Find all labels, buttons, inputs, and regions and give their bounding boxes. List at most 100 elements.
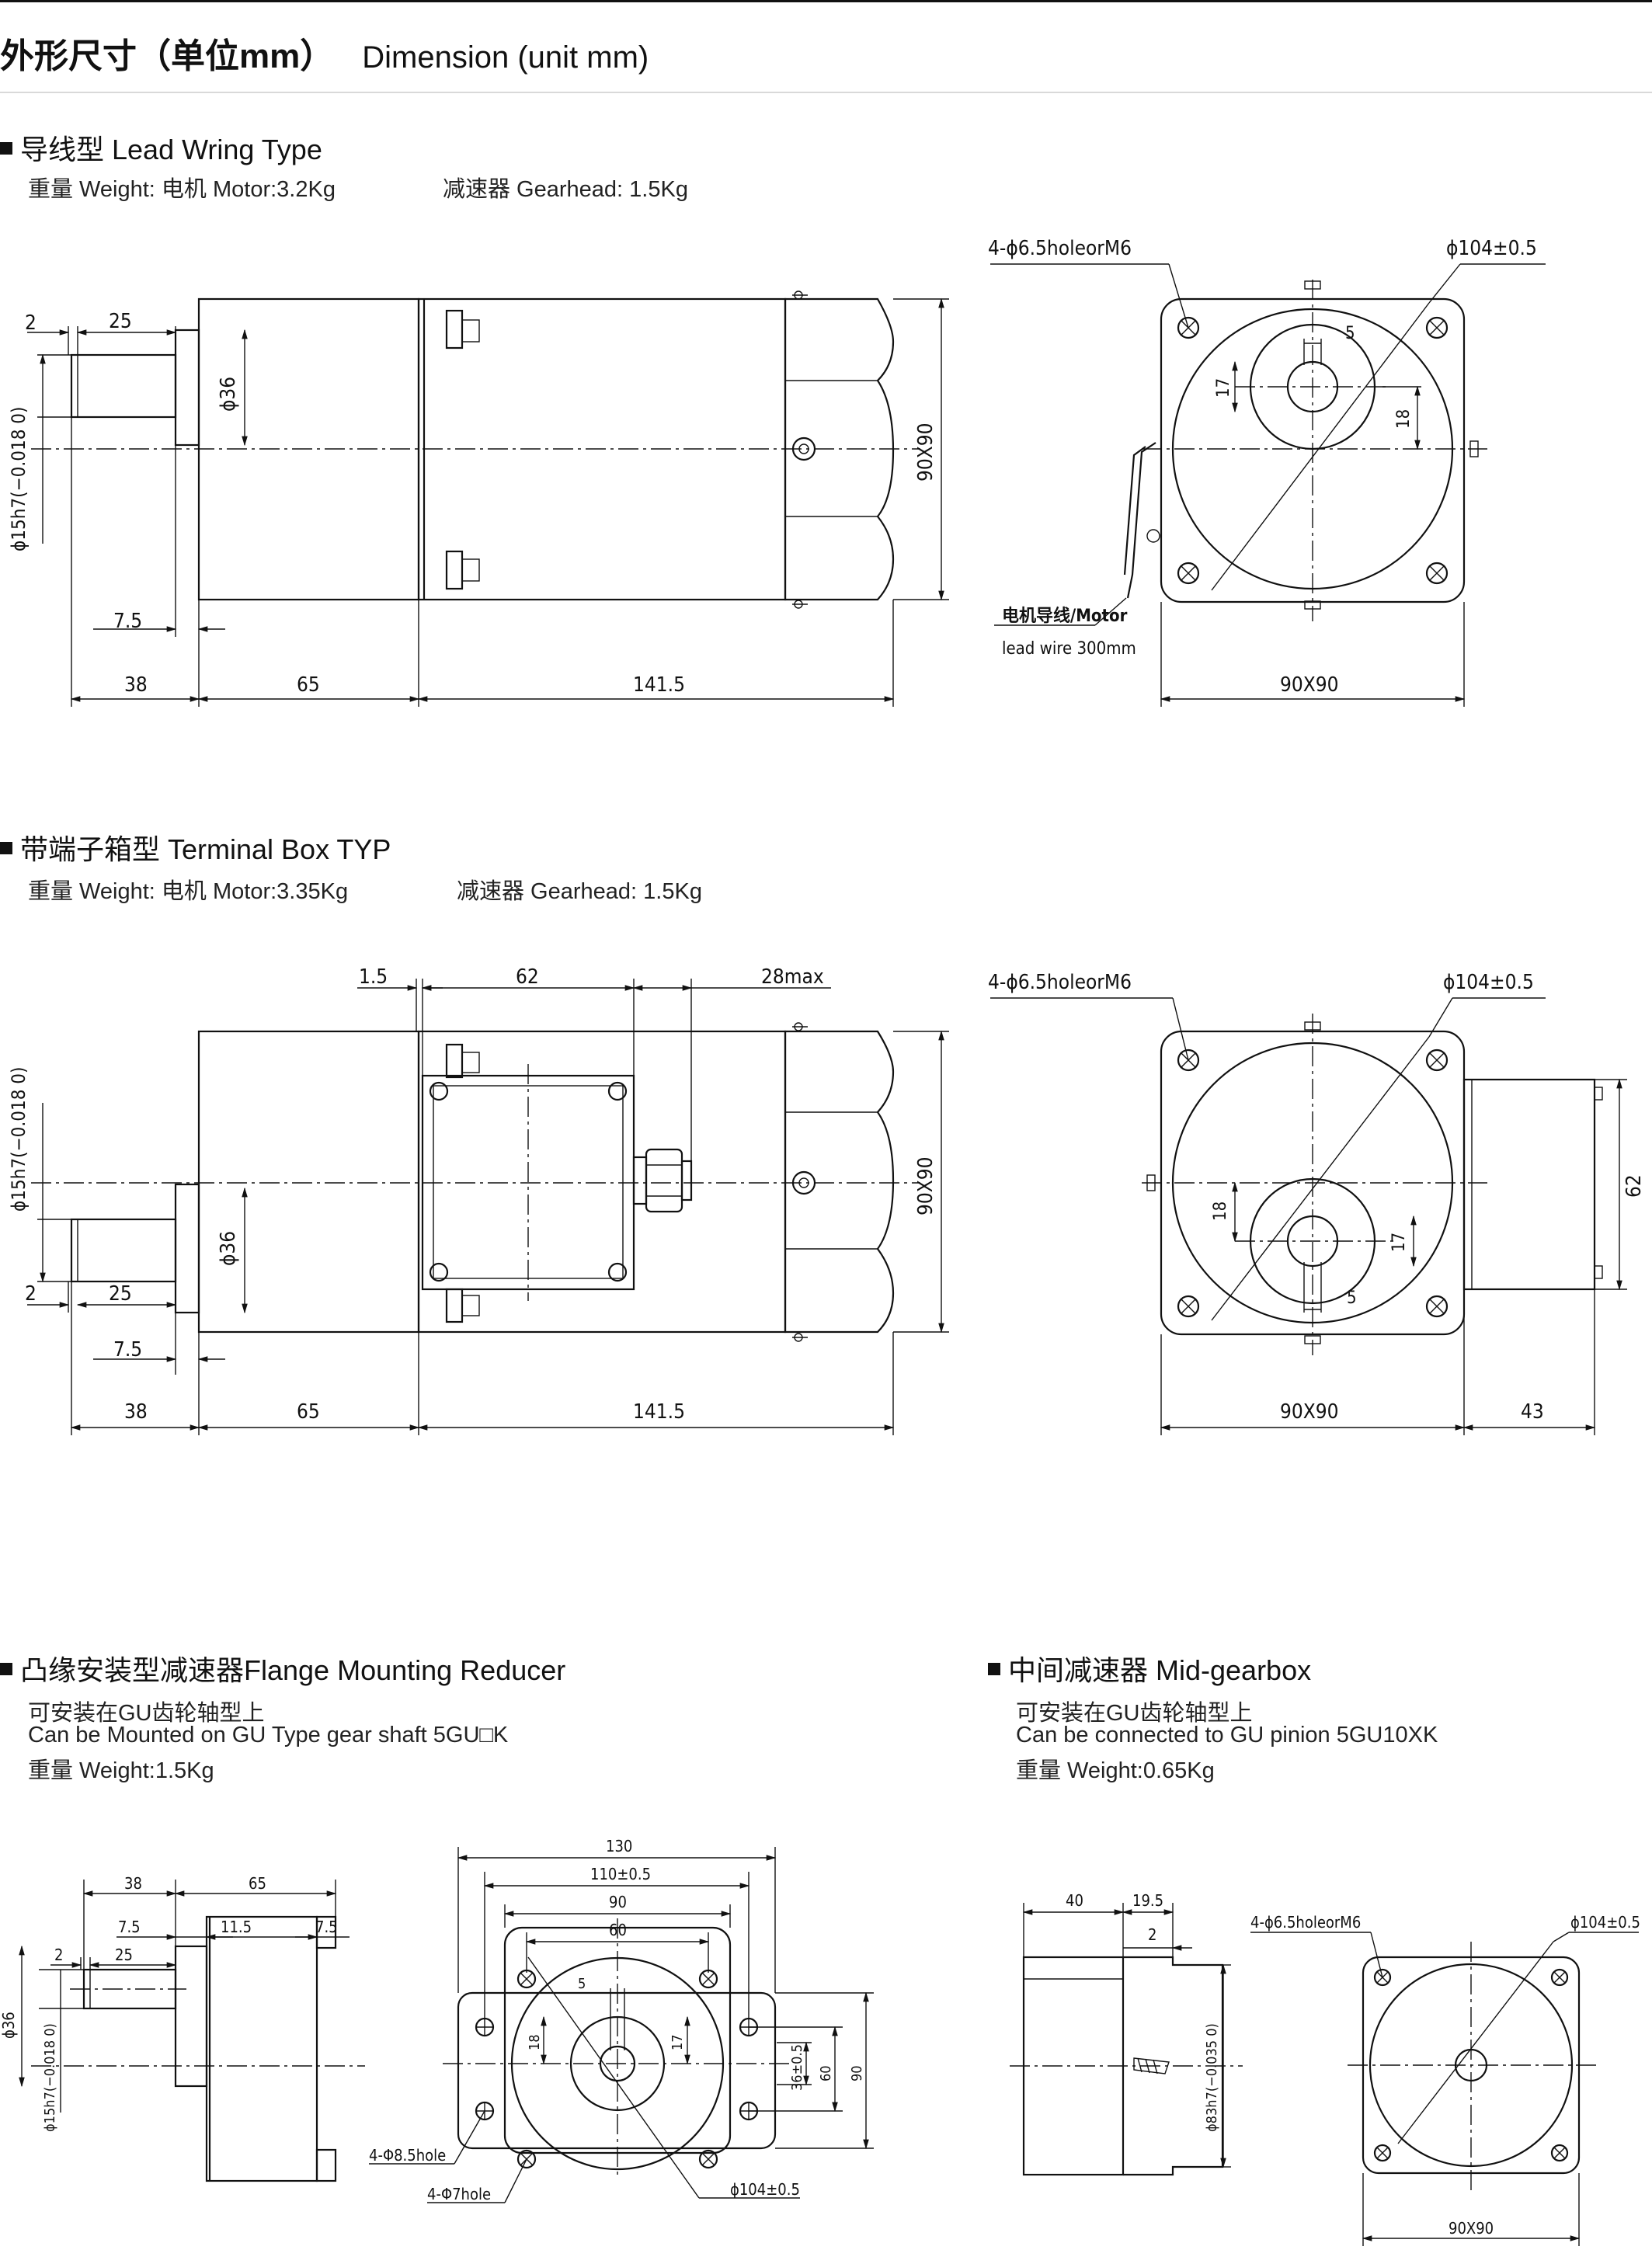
- gear-boss: [174, 329, 200, 447]
- dim-label: 90: [609, 1893, 627, 1911]
- dim-label: 2: [54, 1946, 63, 1964]
- section-flange-title: 凸缘安装型减速器Flange Mounting Reducer: [0, 1648, 565, 1688]
- dim-label: 1.5: [359, 965, 388, 989]
- terminal-box-side: [1462, 1078, 1596, 1291]
- shaft: [70, 1218, 177, 1283]
- gearhead-body: [205, 1915, 318, 2182]
- dim-label: 11.5: [221, 1918, 252, 1936]
- dim-label: ϕ104±0.5: [1443, 971, 1534, 994]
- dim-label: ϕ104±0.5: [730, 2180, 800, 2199]
- bullet-square-icon: [0, 842, 12, 855]
- dim-label: 5: [1347, 1288, 1357, 1308]
- dim-label: 38: [124, 1874, 142, 1893]
- dim-label: 2: [25, 311, 37, 335]
- top-rule: [0, 0, 1652, 2]
- mount-hole-icon: [1373, 2144, 1392, 2162]
- section-terminal-gearhead: 减速器 Gearhead: 1.5Kg: [457, 879, 702, 904]
- dim-label: 19.5: [1132, 1891, 1163, 1910]
- dim-label: 7.5: [113, 610, 142, 633]
- dim-label: 90X90: [1280, 1400, 1339, 1424]
- dim-label: ϕ104±0.5: [1570, 1913, 1640, 1932]
- dim-label: 90X90: [1280, 673, 1339, 697]
- gearhead-body: [197, 1030, 420, 1334]
- dim-label: 141.5: [633, 673, 685, 697]
- dim-label: 4-ϕ6.5holeorM6: [1250, 1913, 1361, 1932]
- flange-front-view: 130 110±0.5 90 60 5 18 17 36±0.5 60 90 4…: [369, 1837, 874, 2203]
- shaft: [70, 353, 177, 419]
- dim-label: ϕ104±0.5: [1446, 237, 1537, 260]
- mount-hole-icon: [1425, 316, 1449, 339]
- gear-boss: [174, 1183, 200, 1314]
- mid-side-view: 40 19.5 2 ϕ83h7(−0.035 0): [1010, 1891, 1243, 2176]
- lead-wire-label: 电机导线/Motor: [1002, 606, 1128, 626]
- dim-label: 60: [609, 1921, 627, 1939]
- dim-label: 7.5: [113, 1338, 142, 1361]
- mount-hole-icon: [1177, 1295, 1200, 1318]
- dim-label: 7.5: [118, 1918, 141, 1936]
- dim-label: 5: [578, 1976, 586, 1992]
- section-mid-title: 中间减速器 Mid-gearbox: [988, 1648, 1311, 1688]
- mount-hole-icon: [516, 1969, 537, 1989]
- section-mid-line2: Can be connected to GU pinion 5GU10XK: [1016, 1723, 1438, 1747]
- lead-front-view: 4-ϕ6.5holeorM6 ϕ104±0.5 5 17 18 电机导线/Mot…: [988, 237, 1546, 707]
- section-lead-weight: 重量 Weight: 电机 Motor:3.2Kg: [28, 177, 336, 202]
- section-flange-line1: 可安装在GU齿轮轴型上: [28, 1701, 265, 1726]
- dim-label: 90X90: [914, 1156, 937, 1215]
- dim-label: 25: [109, 1282, 132, 1306]
- dim-label: 60: [818, 2065, 834, 2081]
- fan-cover: [784, 297, 895, 601]
- dim-label: 25: [115, 1946, 133, 1964]
- dim-label: 62: [1622, 1174, 1646, 1198]
- lead-side-view: 2 25 ϕ36 ϕ15h7(−0.018 0) 7.5 38 65 141.5…: [8, 290, 949, 707]
- dim-label: 90X90: [1449, 2219, 1494, 2238]
- terminal-front-view: 4-ϕ6.5holeorM6 ϕ104±0.5 18 17 5 62 90X90…: [988, 971, 1646, 1435]
- dim-label: 17: [1389, 1233, 1409, 1252]
- fan-cover: [784, 1030, 895, 1334]
- dim-label: 5: [1345, 324, 1355, 343]
- dim-label: 4-ϕ6.5holeorM6: [988, 237, 1132, 260]
- dim-label: 130: [606, 1837, 632, 1855]
- dim-label: 110±0.5: [590, 1865, 651, 1883]
- dim-label: 43: [1521, 1400, 1544, 1424]
- dim-label: 90X90: [914, 423, 937, 482]
- bullet-square-icon: [0, 1663, 12, 1676]
- dim-label: 7.5: [315, 1918, 338, 1936]
- dim-label: 17: [1214, 378, 1233, 398]
- dim-label: 38: [124, 1400, 148, 1424]
- page-title: 外形尺寸（单位mm） Dimension (unit mm): [0, 28, 649, 78]
- title-divider: [0, 92, 1652, 93]
- dim-label: ϕ15h7(−0.018 0): [8, 1067, 30, 1212]
- dim-label: 17: [669, 2034, 686, 2050]
- mount-hole-icon: [1550, 2144, 1569, 2162]
- section-mid-line1: 可安装在GU齿轮轴型上: [1016, 1701, 1253, 1726]
- gearhead-circle: [1369, 1963, 1574, 2168]
- dim-label: 65: [249, 1874, 266, 1893]
- dim-label: 18: [1211, 1202, 1230, 1221]
- page-title-cn: 外形尺寸（单位mm）: [0, 37, 335, 75]
- dim-label: 2: [1148, 1925, 1156, 1944]
- mount-hole-icon: [698, 1969, 718, 1989]
- dim-label: ϕ15h7(−0.018 0): [42, 2023, 58, 2132]
- page-title-en: Dimension (unit mm): [362, 40, 649, 75]
- mid-front-view: 4-ϕ6.5holeorM6 ϕ104±0.5 90X90: [1250, 1913, 1640, 2246]
- dim-label: 25: [109, 310, 132, 333]
- dim-label: 65: [297, 1400, 320, 1424]
- dim-label: ϕ15h7(−0.018 0): [8, 407, 30, 551]
- terminal-side-view: 1.5 62 28max ϕ15h7(−0.018 0) ϕ36 2 25 7.…: [8, 965, 949, 1435]
- dim-label: ϕ36: [0, 2012, 18, 2039]
- dim-label: 36±0.5: [789, 2044, 805, 2091]
- bullet-square-icon: [988, 1663, 1000, 1676]
- dim-label: ϕ36: [217, 377, 240, 412]
- mount-hole-icon: [698, 2149, 718, 2169]
- mount-hole-icon: [1425, 1295, 1449, 1318]
- dim-label: 62: [516, 965, 539, 989]
- dim-label: 141.5: [633, 1400, 685, 1424]
- mount-hole-icon: [1425, 1048, 1449, 1072]
- dim-label: 90: [849, 2065, 865, 2081]
- lead-wire-label: lead wire 300mm: [1002, 639, 1136, 659]
- dim-label: 38: [124, 673, 148, 697]
- mount-hole-icon: [1177, 562, 1200, 585]
- dim-label: 40: [1066, 1891, 1083, 1910]
- dim-label: 18: [1394, 409, 1414, 429]
